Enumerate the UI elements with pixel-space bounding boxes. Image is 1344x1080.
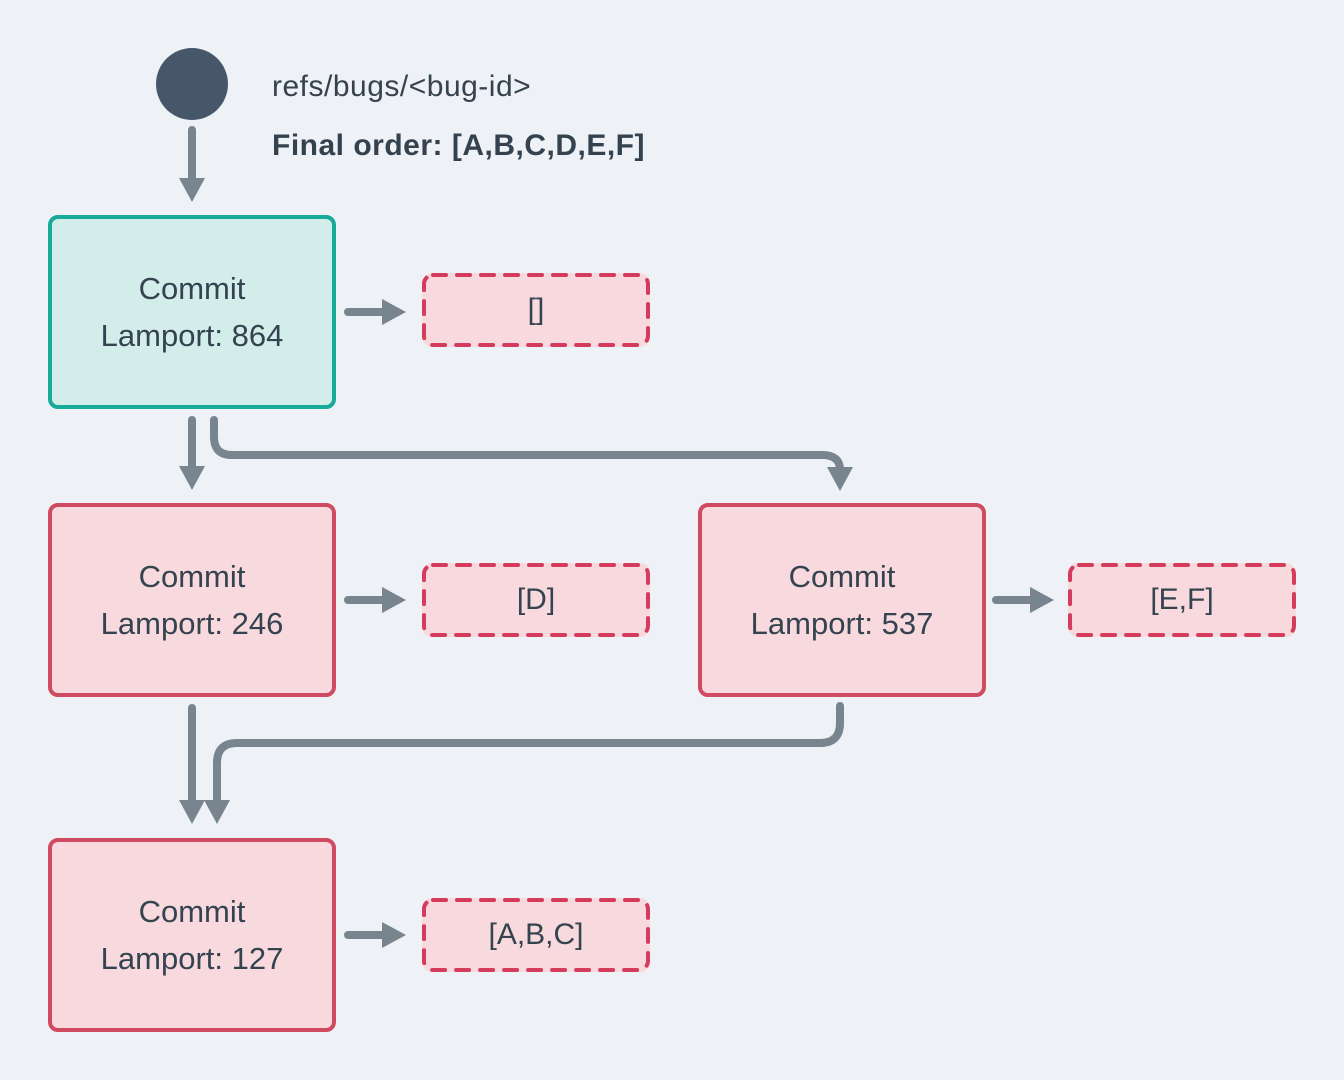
commit-node-127: Commit Lamport: 127 — [48, 838, 336, 1032]
commit-node-246: Commit Lamport: 246 — [48, 503, 336, 697]
ref-label: refs/bugs/<bug-id> — [272, 70, 532, 103]
arrow-commit-537-to-commit-127 — [204, 702, 844, 824]
commit-node-864: Commit Lamport: 864 — [48, 215, 336, 409]
arrow-commit-864-to-commit-537 — [210, 416, 853, 491]
result-value: [E,F] — [1150, 583, 1214, 616]
commit-lamport: Lamport: 864 — [100, 318, 284, 353]
result-value: [D] — [516, 583, 556, 616]
commit-title: Commit — [138, 894, 246, 929]
commit-lamport: Lamport: 537 — [750, 606, 934, 641]
result-box-127: [A,B,C] — [422, 898, 650, 972]
commit-node-537: Commit Lamport: 537 — [698, 503, 986, 697]
result-box-537: [E,F] — [1068, 563, 1296, 637]
final-order-label: Final order: [A,B,C,D,E,F] — [272, 129, 645, 162]
commit-title: Commit — [138, 271, 246, 306]
result-value: [A,B,C] — [488, 918, 584, 951]
ref-node-icon — [156, 48, 228, 120]
commit-lamport: Lamport: 127 — [100, 941, 284, 976]
commit-title: Commit — [138, 559, 246, 594]
result-box-246: [D] — [422, 563, 650, 637]
commit-lamport: Lamport: 246 — [100, 606, 284, 641]
commit-title: Commit — [788, 559, 896, 594]
result-value: [] — [527, 293, 545, 326]
result-box-864: [] — [422, 273, 650, 347]
